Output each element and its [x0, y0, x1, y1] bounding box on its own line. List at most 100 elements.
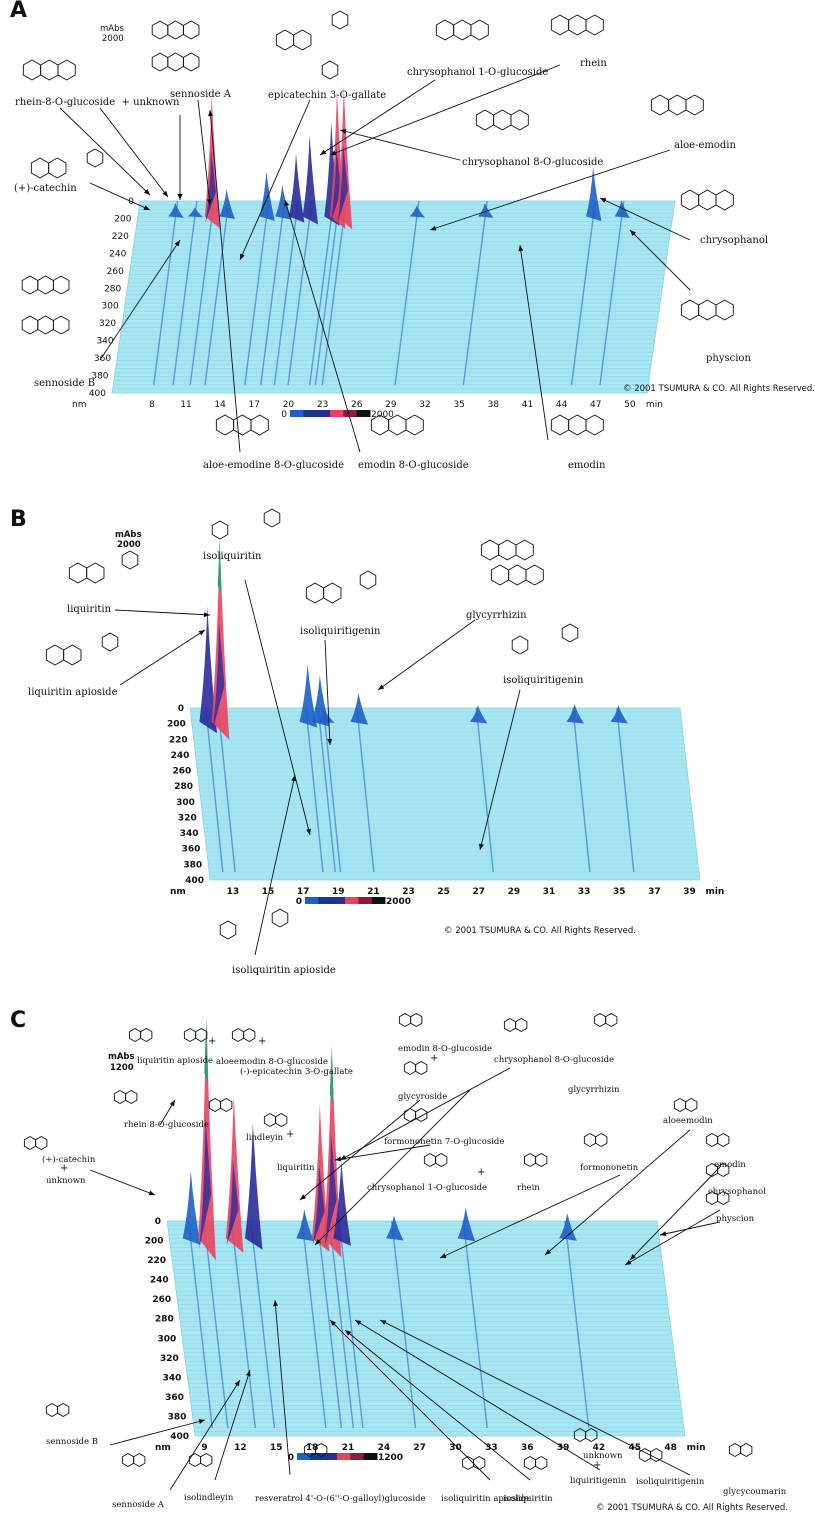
ring [48, 157, 67, 179]
plus-sign: + [593, 1460, 602, 1471]
ring [583, 1132, 597, 1148]
compound-label: rhein [580, 58, 607, 69]
peak-mark [477, 202, 494, 218]
compound-label: aloeemodin 8-O-glucoside [216, 1057, 328, 1067]
ring [593, 1012, 607, 1028]
ring [22, 59, 42, 81]
peak-mark [219, 189, 235, 220]
copyright-value: 2001 TSUMURA & CO. All Rights Reserved. [607, 1503, 789, 1513]
compound-label: isoliquiritigenin [300, 626, 381, 637]
copyright-value: 2001 TSUMURA & CO. All Rights Reserved. [455, 926, 637, 936]
compound-label: sennoside A [170, 89, 232, 100]
ring [673, 1097, 687, 1113]
leader-arrow [479, 843, 484, 850]
x-tick: 50 [624, 400, 636, 410]
color-scale-segment [343, 410, 358, 417]
peak-mark [296, 1209, 314, 1242]
leader-line [59, 107, 151, 196]
compound-label: emodin 8-O-glucoside [398, 1044, 493, 1054]
leader-arrow [518, 245, 524, 252]
ring [86, 562, 105, 584]
ring [523, 1455, 537, 1471]
wavelength-tick: 400 [170, 1432, 189, 1442]
ring [182, 52, 200, 72]
ring [219, 920, 237, 940]
compound-label: physcion [716, 1214, 755, 1224]
peak-shade [312, 1164, 325, 1245]
peak-top [329, 1046, 334, 1105]
leader-line [119, 629, 206, 686]
ring [717, 1190, 730, 1206]
leader-arrow [355, 1320, 362, 1326]
leader-arrow [300, 1194, 307, 1200]
leader-line [329, 64, 561, 156]
ring [453, 19, 472, 41]
ring [21, 275, 39, 295]
peak-mark [385, 1215, 404, 1241]
compound-label: emodin 8-O-glucoside [358, 460, 469, 471]
compound-label: liquiritin [67, 604, 112, 615]
peak-mark [586, 166, 602, 222]
ring [45, 644, 65, 666]
color-scale-segment [323, 1453, 338, 1460]
peak-top [217, 540, 222, 595]
wavelength-unit: nm [170, 887, 186, 897]
ring [195, 1027, 208, 1043]
ring [480, 539, 500, 561]
ring [101, 632, 119, 652]
peak-shade [330, 147, 342, 223]
plus-sign: + [258, 1036, 267, 1047]
ring [715, 189, 734, 211]
compound-label: isoliquiritin apioside [232, 965, 336, 976]
peak-streak [322, 707, 342, 873]
peak-mark [244, 1123, 263, 1250]
x-tick: 41 [522, 400, 533, 410]
ring [305, 582, 325, 604]
ring [315, 1442, 328, 1458]
compound-label: liquiritin apioside [137, 1056, 214, 1066]
peak-streak [394, 200, 420, 386]
ring [263, 1112, 277, 1128]
color-scale-max: 2000 [371, 410, 394, 420]
ring [680, 299, 700, 321]
x-tick: 24 [378, 1443, 391, 1453]
ring [323, 582, 342, 604]
peak-mark [211, 540, 230, 740]
x-tick: 25 [437, 887, 450, 897]
leader-arrow [380, 1320, 387, 1325]
wavelength-tick: 240 [109, 249, 126, 259]
x-tick: 18 [306, 1443, 319, 1453]
ring [415, 1107, 428, 1123]
ring [275, 1112, 288, 1128]
peak-top [204, 1017, 209, 1084]
leader-arrow [335, 1156, 342, 1162]
leader-line [197, 99, 211, 206]
x-tick: 26 [351, 400, 363, 410]
ring [30, 157, 50, 179]
leader-arrow [206, 198, 212, 205]
ring [388, 414, 407, 436]
peak-mark [299, 664, 318, 728]
wavelength-tick: 260 [172, 767, 191, 777]
x-tick: 29 [508, 887, 521, 897]
x-unit: min [705, 887, 724, 897]
leader-line [169, 1379, 241, 1491]
color-scale-segment [290, 410, 304, 417]
wavelength-tick: 300 [102, 302, 119, 312]
leader-line [339, 129, 461, 161]
leader-line [89, 182, 151, 211]
leader-line [284, 199, 361, 453]
compound-label: isoliquiritin apioside [441, 1494, 530, 1504]
leader-line [334, 1144, 431, 1161]
leader-arrow [284, 200, 290, 207]
wavelength-tick: 280 [155, 1315, 174, 1325]
leader-arrow [320, 149, 327, 155]
compound-label: sennoside A [112, 1500, 164, 1510]
ring [715, 299, 734, 321]
compound-label: sennoside B [34, 378, 96, 389]
panel-letter: C [10, 1008, 27, 1033]
leader-line [544, 1129, 691, 1256]
leader-arrow [203, 612, 210, 618]
